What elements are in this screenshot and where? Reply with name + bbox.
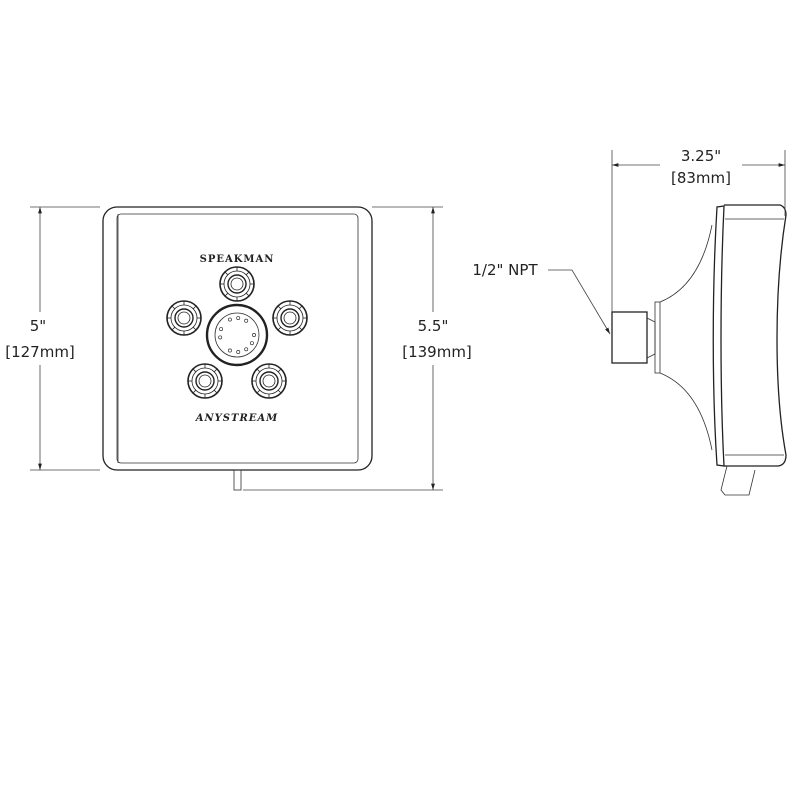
spray-hole [236, 350, 241, 354]
height-dimension: 5" [127mm] [5, 206, 100, 471]
nozzle [187, 363, 223, 399]
center-spray-face [214, 312, 260, 358]
nozzle [251, 363, 287, 399]
spray-hole [218, 335, 223, 340]
nozzle [219, 266, 255, 302]
depth-dimension: 3.25" [83mm] [611, 147, 786, 312]
faceplate-outline [102, 206, 373, 471]
nozzle [272, 300, 308, 336]
spray-hole [249, 341, 254, 346]
height-inches: 5" [30, 317, 46, 335]
stem [233, 469, 242, 491]
depth-mm: [83mm] [671, 169, 731, 187]
spray-hole [236, 316, 241, 320]
spray-hole [244, 318, 249, 323]
overall-height-inches: 5.5" [418, 317, 449, 335]
spray-hole [244, 347, 249, 352]
spray-hole [219, 327, 224, 331]
nozzles [166, 266, 308, 399]
center-spray-holes [218, 316, 256, 354]
spray-hole [227, 317, 232, 322]
npt-leader-line [548, 269, 611, 335]
brand-speakman: SPEAKMAN [200, 254, 275, 265]
front-view: SPEAKMAN ANYSTREAM [102, 206, 373, 491]
overall-height-mm: [139mm] [402, 343, 472, 361]
flange [654, 301, 661, 374]
nozzle [166, 300, 202, 336]
body-flare [659, 224, 713, 451]
spray-hole [252, 333, 256, 337]
depth-inches: 3.25" [681, 147, 721, 165]
faceplate-inner [116, 213, 359, 464]
nipple-neck [646, 317, 656, 359]
stem-side [720, 465, 756, 496]
center-spray-ring [205, 303, 269, 367]
faceplate-side [724, 204, 787, 467]
spray-hole [227, 348, 232, 353]
face-rim [712, 205, 725, 467]
npt-label: 1/2" NPT [472, 261, 538, 279]
height-mm: [127mm] [5, 343, 75, 361]
brand-anystream: ANYSTREAM [195, 413, 278, 424]
npt-callout: 1/2" NPT [472, 261, 611, 335]
overall-height-dimension: 5.5" [139mm] [243, 206, 472, 491]
side-view [611, 204, 787, 496]
pipe-nipple [611, 311, 648, 364]
